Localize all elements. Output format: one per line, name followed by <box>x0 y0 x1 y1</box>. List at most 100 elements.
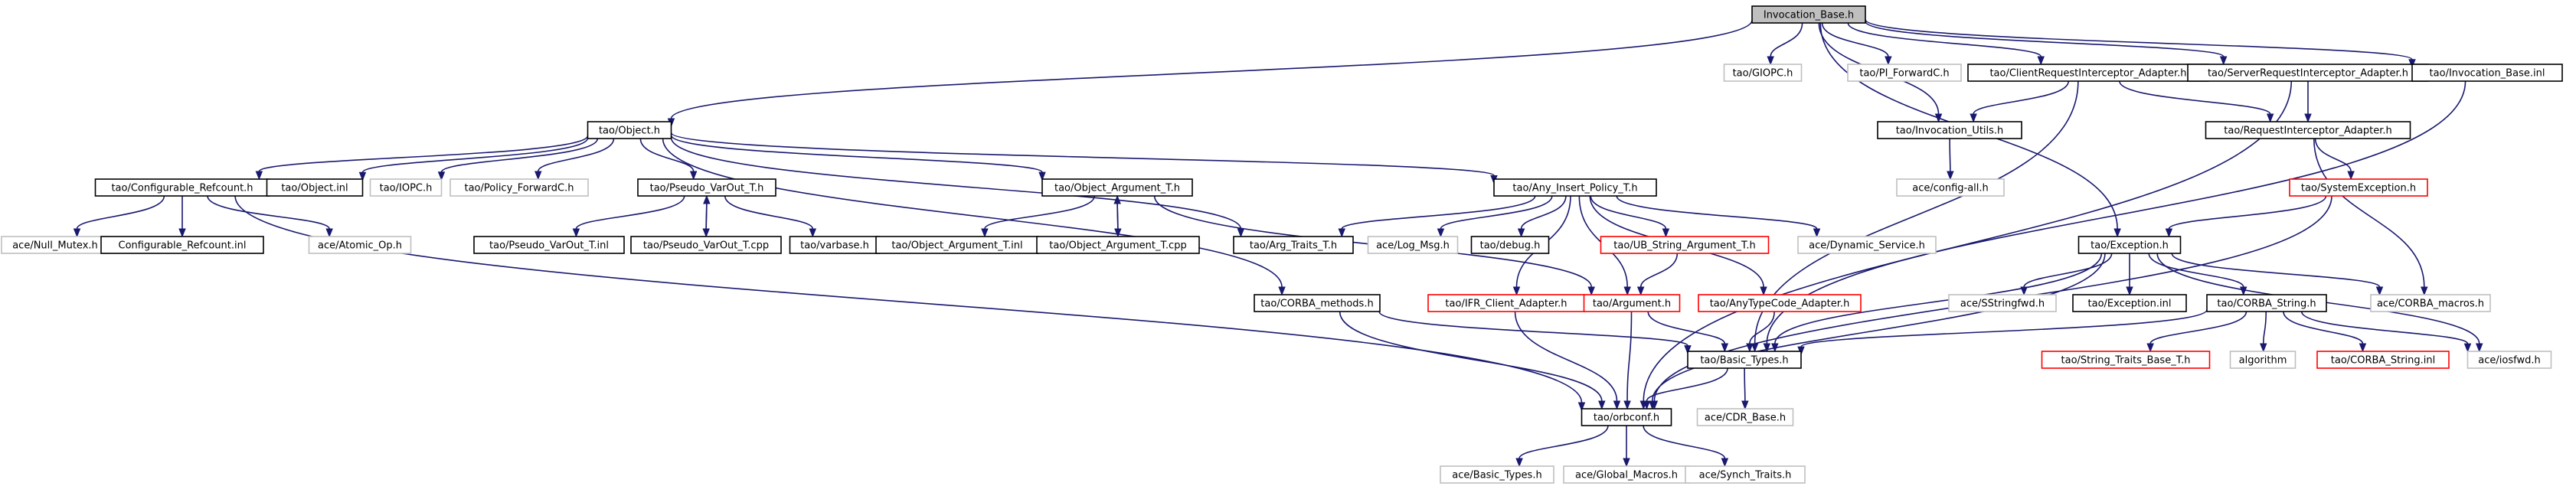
node-label: tao/ServerRequestInterceptor_Adapter.h <box>2208 68 2408 80</box>
node-corba-string-h[interactable]: tao/CORBA_String.h <box>2206 294 2327 312</box>
edge-line <box>1847 22 2042 57</box>
node-box <box>1600 236 1770 254</box>
edge-line <box>1514 311 1618 402</box>
node-global-macros-h[interactable]: ace/Global_Macros.h <box>1563 465 1690 484</box>
node-arg-traits-t-h[interactable]: tao/Arg_Traits_T.h <box>1233 236 1354 254</box>
edge-configurable_refcount_h-to-orbconf_h <box>234 195 1586 412</box>
node-object-h[interactable]: tao/Object.h <box>587 121 672 139</box>
edge-orbconf_h-to-synch_traits_h <box>1643 425 1729 468</box>
node-configurable-refcount-h[interactable]: tao/Configurable_Refcount.h <box>94 178 270 197</box>
edge-line <box>639 138 695 172</box>
node-orbconf-h[interactable]: tao/orbconf.h <box>1581 408 1672 426</box>
edge-basic_types_h-to-orbconf_h <box>1643 367 1728 410</box>
node-system-exception-h[interactable]: tao/SystemException.h <box>2289 178 2428 197</box>
node-synch-traits-h[interactable]: ace/Synch_Traits.h <box>1685 465 1806 484</box>
node-pseudo-varout-t-h[interactable]: tao/Pseudo_VarOut_T.h <box>637 178 776 197</box>
node-object-argument-t-inl[interactable]: tao/Object_Argument_T.inl <box>875 236 1039 254</box>
node-box <box>1698 294 1862 312</box>
edge-arrowhead <box>2476 343 2483 353</box>
node-client-req-interceptor-adapter-h[interactable]: tao/ClientRequestInterceptor_Adapter.h <box>1967 64 2209 82</box>
node-sstringfwd-h[interactable]: ace/SStringfwd.h <box>1948 294 2057 312</box>
edge-line <box>76 195 165 230</box>
edge-arrowhead <box>178 228 186 238</box>
node-box <box>1896 178 2005 197</box>
node-iopc-h[interactable]: tao/IOPC.h <box>369 178 443 197</box>
edge-arrowhead <box>2239 286 2247 296</box>
edge-invocation_base_h-to-object_h <box>667 20 1753 128</box>
node-object-inl[interactable]: tao/Object.inl <box>266 178 364 197</box>
edge-line <box>670 135 1043 173</box>
node-box <box>2316 351 2450 369</box>
node-log-msg-h[interactable]: ace/Log_Msg.h <box>1367 236 1459 254</box>
node-ub-string-argument-t-h[interactable]: tao/UB_String_Argument_T.h <box>1600 236 1770 254</box>
edge-invocation_base_h-to-pi_forwardc_h <box>1821 22 1892 66</box>
edge-line <box>361 137 589 174</box>
node-corba-string-inl[interactable]: tao/CORBA_String.inl <box>2316 351 2450 369</box>
edge-line <box>670 132 1495 177</box>
edge-line <box>2283 311 2364 344</box>
node-cdr-base-h[interactable]: ace/CDR_Base.h <box>1696 408 1794 426</box>
node-basic-types-h[interactable]: tao/Basic_Types.h <box>1687 351 1802 369</box>
node-iosfwd-h[interactable]: ace/iosfwd.h <box>2466 351 2552 369</box>
edge-line <box>1973 80 2070 115</box>
node-ace-basic-types-h[interactable]: ace/Basic_Types.h <box>1440 465 1554 484</box>
node-exception-h[interactable]: tao/Exception.h <box>2077 236 2182 254</box>
node-string-traits-base-t-h[interactable]: tao/String_Traits_Base_T.h <box>2041 351 2211 369</box>
node-ifr-client-adapter-h[interactable]: tao/IFR_Client_Adapter.h <box>1427 294 1585 312</box>
node-invocation-utils-h[interactable]: tao/Invocation_Utils.h <box>1877 121 2022 139</box>
node-object-argument-t-cpp[interactable]: tao/Object_Argument_T.cpp <box>1036 236 1200 254</box>
node-label: tao/debug.h <box>1480 240 1541 252</box>
node-any-insert-policy-t-h[interactable]: tao/Any_Insert_Policy_T.h <box>1493 178 1657 197</box>
edge-arrowhead <box>2219 56 2228 66</box>
node-config-all-h[interactable]: ace/config-all.h <box>1896 178 2005 197</box>
node-exception-inl[interactable]: tao/Exception.inl <box>2072 294 2187 312</box>
edge-arrowhead <box>2260 343 2267 353</box>
node-algorithm[interactable]: algorithm <box>2229 351 2296 369</box>
node-box <box>1877 121 2022 139</box>
edge-line <box>207 195 330 230</box>
node-request-interceptor-adapter-h[interactable]: tao/RequestInterceptor_Adapter.h <box>2205 121 2411 139</box>
edge-line <box>724 195 814 230</box>
node-label: ace/Log_Msg.h <box>1376 240 1450 252</box>
node-configurable-refcount-inl[interactable]: Configurable_Refcount.inl <box>100 236 264 254</box>
node-pseudo-varout-t-cpp[interactable]: tao/Pseudo_VarOut_T.cpp <box>630 236 782 254</box>
node-dynamic-service-h[interactable]: ace/Dynamic_Service.h <box>1797 236 1937 254</box>
node-label: tao/Object.inl <box>281 183 348 194</box>
node-debug-h[interactable]: tao/debug.h <box>1470 236 1550 254</box>
node-box <box>1254 294 1381 312</box>
node-corba-methods-h[interactable]: tao/CORBA_methods.h <box>1254 294 1381 312</box>
edge-arrowhead <box>2126 286 2133 296</box>
node-varbase-h[interactable]: tao/varbase.h <box>789 236 881 254</box>
node-giopc-h[interactable]: tao/GIOPC.h <box>1723 64 1803 82</box>
edge-line <box>537 138 615 172</box>
node-label: tao/Pseudo_VarOut_T.inl <box>489 240 609 252</box>
node-atomic-op-h[interactable]: ace/Atomic_Op.h <box>308 236 412 254</box>
node-null-mutex-h[interactable]: ace/Null_Mutex.h <box>1 236 110 254</box>
node-invocation-base-inl[interactable]: tao/Invocation_Base.inl <box>2411 64 2563 82</box>
edge-arrowhead <box>1797 346 1805 356</box>
edge-arrowhead <box>358 171 367 181</box>
edge-any_insert_policy_t_h-to-debug_h <box>1517 195 1567 238</box>
edge-line <box>984 195 1096 230</box>
node-label: tao/Invocation_Utils.h <box>1896 126 2004 137</box>
node-pi-forwardc-h[interactable]: tao/PI_ForwardC.h <box>1847 64 1962 82</box>
node-label: ace/Null_Mutex.h <box>12 240 98 252</box>
node-box <box>2041 351 2211 369</box>
node-policy-forwardc-h[interactable]: tao/Policy_ForwardC.h <box>449 178 589 197</box>
node-server-req-interceptor-adapter-h[interactable]: tao/ServerRequestInterceptor_Adapter.h <box>2187 64 2429 82</box>
node-box <box>1583 294 1681 312</box>
node-object-argument-t-h[interactable]: tao/Object_Argument_T.h <box>1041 178 1193 197</box>
edge-arrowhead <box>2165 228 2173 238</box>
node-label: tao/Basic_Types.h <box>1700 355 1788 367</box>
edge-line <box>1643 425 1726 459</box>
node-pseudo-varout-t-inl[interactable]: tao/Pseudo_VarOut_T.inl <box>473 236 625 254</box>
node-anytypecode-adapter-h[interactable]: tao/AnyTypeCode_Adapter.h <box>1698 294 1862 312</box>
edge-invocation_base_h-to-server_req_interceptor_adapter_h <box>1865 21 2228 66</box>
node-label: tao/Object.h <box>599 126 660 137</box>
edge-arrowhead <box>1512 286 1521 296</box>
edge-arrowhead <box>2463 343 2472 353</box>
node-corba-macros-h[interactable]: ace/CORBA_macros.h <box>2370 294 2491 312</box>
node-argument-h[interactable]: tao/Argument.h <box>1583 294 1681 312</box>
edge-corba_string_h-to-string_traits_base_t_h <box>2146 311 2247 353</box>
edge-line <box>1378 311 1688 347</box>
